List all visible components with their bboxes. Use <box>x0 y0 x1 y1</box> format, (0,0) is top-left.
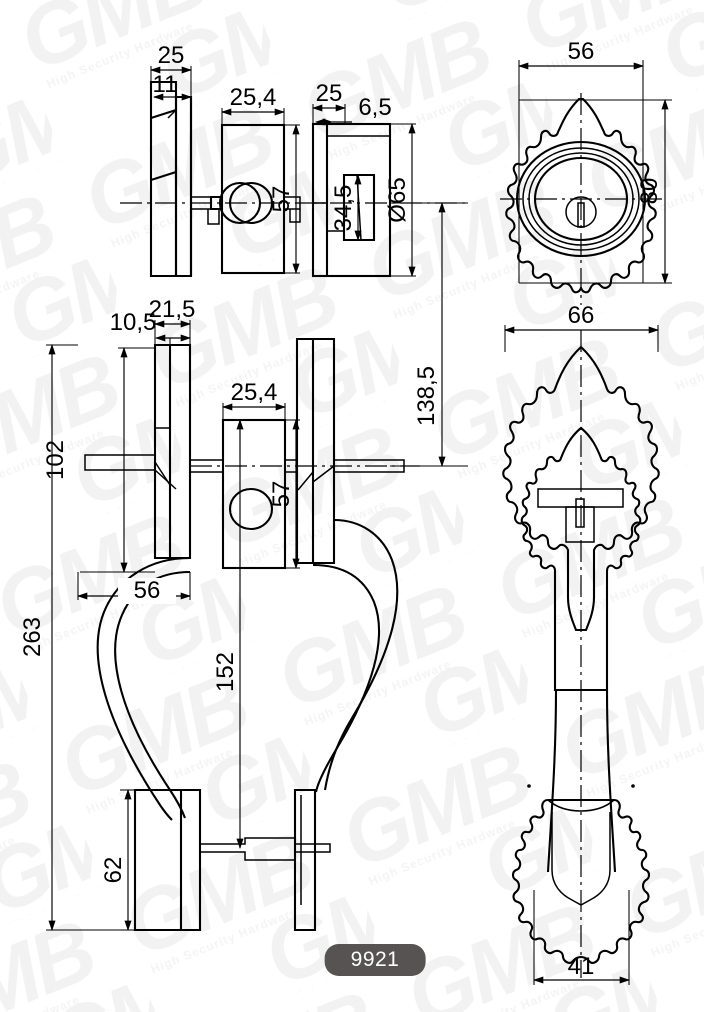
dimensions-top-right-view: 56 80 <box>517 38 672 285</box>
model-number-badge: 9921 <box>324 944 426 976</box>
dim-25-cyl: 25 <box>316 80 343 107</box>
dim-10-5: 10,5 <box>110 309 157 336</box>
knob-housing-block-bottom <box>190 418 287 570</box>
tick-dot-right <box>631 784 635 788</box>
grip-handle-profile <box>96 518 399 821</box>
dim-102: 102 <box>42 440 69 480</box>
tick-dot-left <box>527 784 531 788</box>
handle-bottom-plate-outline <box>511 798 651 964</box>
handle-grip-inner <box>547 799 615 906</box>
dim-56-top: 56 <box>568 38 595 65</box>
cylinder-plate-bottom <box>285 337 405 565</box>
dim-56-bot-label: 56 <box>134 577 161 604</box>
dim-66: 66 <box>568 302 595 329</box>
handle-shaft <box>546 689 617 873</box>
lower-escutcheon-block <box>133 788 331 932</box>
dim-25-top: 25 <box>158 42 185 69</box>
dim-dia-65: Ø65 <box>384 177 411 222</box>
model-number-label: 9921 <box>350 948 400 971</box>
dim-6-5: 6,5 <box>358 94 391 121</box>
dim-25-4-bot: 25,4 <box>231 379 278 406</box>
dimensions-bottom-right-view: 66 41 <box>503 302 660 985</box>
dim-138-5: 138,5 <box>413 366 440 426</box>
dim-62: 62 <box>100 857 127 884</box>
dim-41: 41 <box>568 953 595 980</box>
dim-80: 80 <box>636 178 663 205</box>
dim-263: 263 <box>19 617 46 657</box>
dim-11: 11 <box>153 71 178 98</box>
dim-152: 152 <box>212 652 239 692</box>
view-top-left-side-section <box>120 80 468 278</box>
escutcheon-side-profile <box>149 80 193 278</box>
view-bottom-right-front-handle <box>502 330 660 978</box>
view-bottom-left-side <box>84 337 420 932</box>
dimensions-bottom-left-view: 21,5 10,5 25,4 57 102 56 <box>19 296 300 932</box>
dimensions-top-left-view: 25 11 25,4 25 6,5 57 <box>149 42 468 468</box>
dim-25-4-top: 25,4 <box>230 84 277 111</box>
knob-housing-block <box>209 123 286 275</box>
dim-21-5: 21,5 <box>149 296 196 323</box>
dim-57-bot: 57 <box>268 481 295 508</box>
spindle-left <box>191 196 223 225</box>
dim-57-top: 57 <box>268 186 295 213</box>
dim-34-5: 34,5 <box>330 185 357 232</box>
escutcheon-plate-upper <box>84 343 192 560</box>
view-top-right-cylinder-front <box>500 93 662 305</box>
